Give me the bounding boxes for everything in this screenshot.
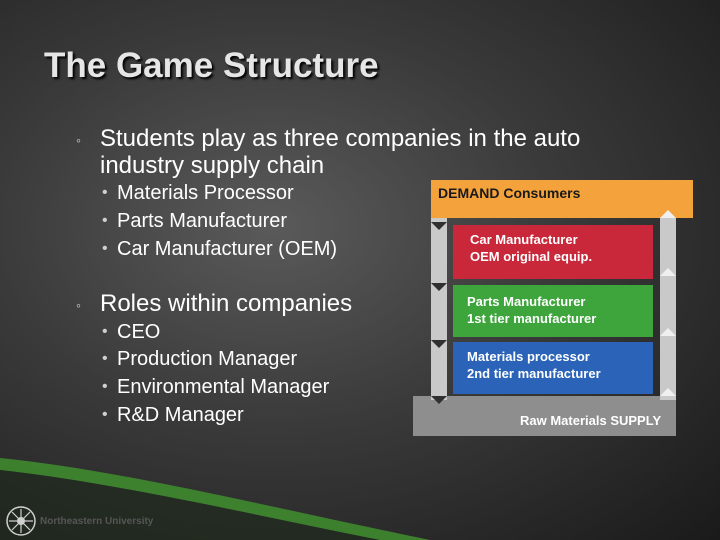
parts-manufacturer-box [453,285,653,337]
university-seal-icon [6,506,36,536]
bullet-marker: ◦ [76,297,81,313]
sub-bullet-production-manager: • Production Manager [102,348,297,370]
bullet-supply-chain: ◦ Students play as three companies in th… [76,125,581,179]
parts-label-line2: 1st tier manufacturer [467,311,596,326]
sub-bullet-text: CEO [117,321,161,343]
sub-bullet-text: Production Manager [117,348,298,370]
bullet-marker: ◦ [76,132,81,148]
down-arrow-icon [431,340,447,348]
decorative-swoosh-shadow [0,470,380,540]
sub-bullet-text: Car Manufacturer (OEM) [117,238,338,260]
up-arrow-icon [660,388,676,396]
sub-bullet-text: Materials Processor [117,182,294,204]
car-manufacturer-box [453,225,653,279]
up-arrow-icon [660,268,676,276]
slide-title: The Game Structure [44,46,379,85]
decorative-swoosh [0,458,430,540]
sub-bullet-marker: • [102,184,108,201]
sub-bullet-text: Environmental Manager [117,376,330,398]
supply-box [413,396,676,436]
sub-bullet-rd-manager: • R&D Manager [102,404,244,426]
sub-bullet-ceo: • CEO [102,321,160,343]
sub-bullet-text: Parts Manufacturer [117,210,288,232]
sub-bullet-marker: • [102,406,108,423]
sub-bullet-car-manufacturer: • Car Manufacturer (OEM) [102,238,337,260]
down-arrow-icon [431,283,447,291]
up-arrow-icon [660,328,676,336]
bullet-text-line1: Students play as three companies in the … [100,125,581,152]
parts-label-line1: Parts Manufacturer [467,294,585,309]
down-arrow-icon [431,396,447,404]
sub-bullet-marker: • [102,212,108,229]
sub-bullet-marker: • [102,240,108,257]
car-label-line1: Car Manufacturer [470,232,578,247]
sub-bullet-marker: • [102,350,108,367]
materials-processor-box [453,342,653,394]
sub-bullet-environmental-manager: • Environmental Manager [102,376,329,398]
up-arrow-icon [660,210,676,218]
sub-bullet-parts-manufacturer: • Parts Manufacturer [102,210,287,232]
bullet-text-line2: industry supply chain [100,152,325,179]
demand-box [431,180,693,218]
sub-bullet-marker: • [102,378,108,395]
materials-label-line1: Materials processor [467,349,590,364]
bullet-roles: ◦ Roles within companies [76,290,353,317]
materials-label-line2: 2nd tier manufacturer [467,366,601,381]
university-name: Northeastern University [40,516,154,527]
sub-bullet-marker: • [102,323,108,340]
bullet-text-line1: Roles within companies [100,290,353,317]
car-label-line2: OEM original equip. [470,249,592,264]
left-flow-bar [431,218,447,400]
down-arrow-icon [431,222,447,230]
sub-bullet-text: R&D Manager [117,404,244,426]
right-flow-bar [660,218,676,400]
demand-label: DEMAND Consumers [438,185,581,201]
sub-bullet-materials-processor: • Materials Processor [102,182,294,204]
supply-label: Raw Materials SUPPLY [520,413,661,428]
